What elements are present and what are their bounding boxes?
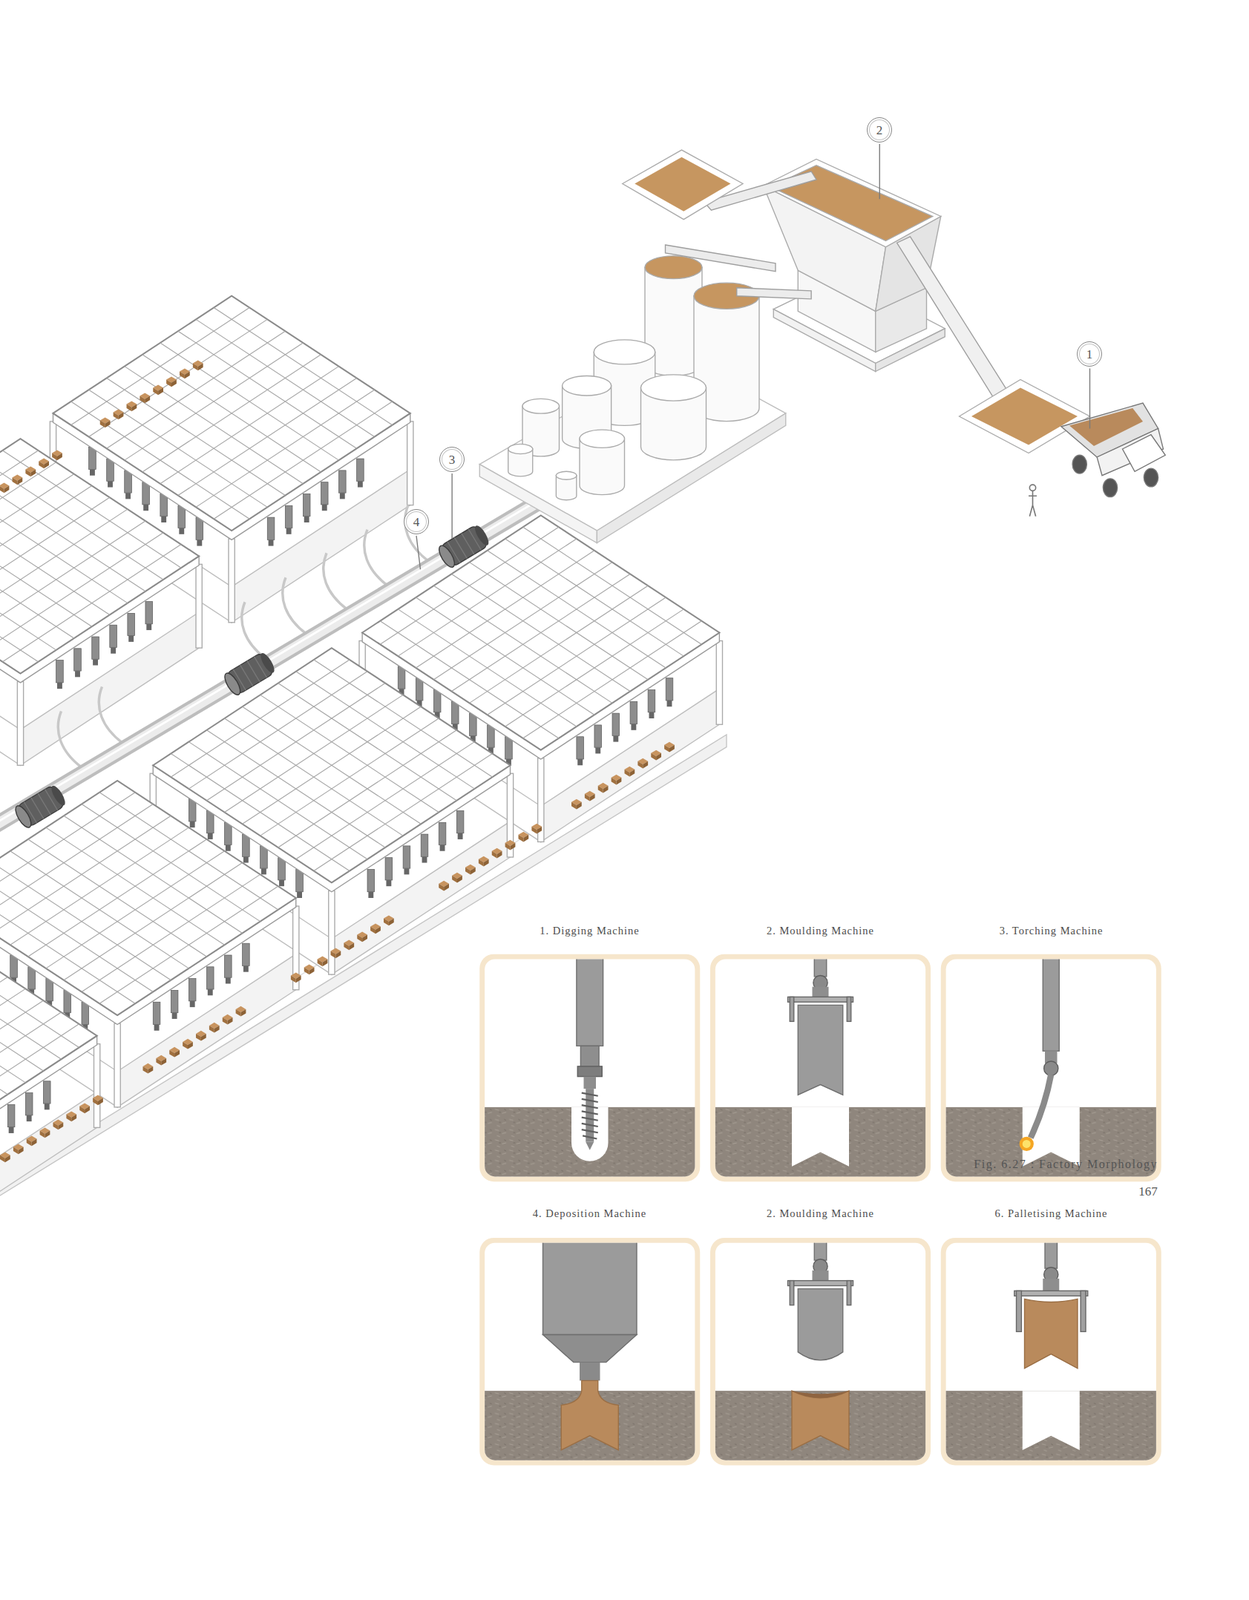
machine-panel: 3. Torching Machine xyxy=(941,918,1162,1182)
machine-panel: 4. Deposition Machine xyxy=(479,1201,700,1465)
panel-heading: 2. Moulding Machine xyxy=(710,1201,931,1226)
machine-panel: 1. Digging Machine xyxy=(479,918,700,1182)
brick-row xyxy=(100,359,204,428)
callout-number: 4 xyxy=(403,509,429,535)
callout-text: 2 xyxy=(876,123,884,137)
callout-text: 3 xyxy=(448,453,456,467)
panel-heading: 6. Palletising Machine xyxy=(941,1201,1162,1226)
machine-panel: 2. Moulding Machine xyxy=(710,1201,931,1465)
callout-text: 4 xyxy=(413,515,421,529)
pavilion xyxy=(0,918,101,1246)
panel-frames xyxy=(479,954,1162,1474)
panel-heading: 4. Deposition Machine xyxy=(479,1201,700,1226)
brick-row xyxy=(571,742,675,810)
panel-heading: 3. Torching Machine xyxy=(941,918,1162,943)
brick-row xyxy=(0,449,63,518)
silos xyxy=(508,256,760,501)
panel-heading: 2. Moulding Machine xyxy=(710,918,931,943)
panel-heading: 1. Digging Machine xyxy=(479,918,700,943)
conveyor-belts xyxy=(665,171,1019,417)
brick-row xyxy=(438,823,542,892)
dump-truck xyxy=(1061,402,1166,498)
machine-panel: 2. Moulding Machine xyxy=(710,918,931,1182)
machine-panel: 6. Palletising Machine xyxy=(941,1201,1162,1465)
sand-tray xyxy=(622,149,1091,453)
callout-number: 2 xyxy=(866,117,893,143)
brick-row xyxy=(143,1006,247,1074)
callout-number: 1 xyxy=(1076,341,1103,367)
brick-row xyxy=(290,915,395,983)
callout-text: 1 xyxy=(1086,348,1094,361)
human-figure xyxy=(1028,484,1037,517)
callout-number: 3 xyxy=(439,446,465,472)
page-number: 167 xyxy=(1138,1184,1158,1200)
leader-lines xyxy=(416,143,1091,570)
figure-caption: Fig. 6.27 : Factory Morphology xyxy=(973,1157,1158,1172)
brick-row xyxy=(0,1094,104,1163)
